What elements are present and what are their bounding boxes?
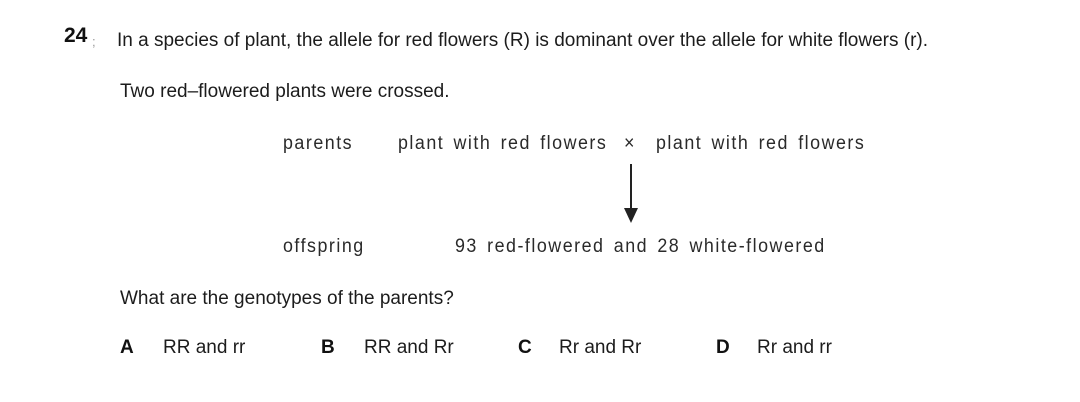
option-c-text: Rr and Rr [559,337,642,358]
option-b-letter: B [321,337,335,358]
scan-artifact-mark: ; [92,34,96,49]
option-d-letter: D [716,337,730,358]
question-prompt: What are the genotypes of the parents? [120,288,454,309]
option-a-text: RR and rr [163,337,246,358]
cross-multiply-symbol: × [624,133,636,154]
down-arrow-head [624,208,638,223]
parents-row-label: parents [283,133,354,154]
question-intro-line2: Two red–flowered plants were crossed. [120,81,450,102]
option-c-letter: C [518,337,532,358]
offspring-row-label: offspring [283,236,365,257]
question-intro-line1: In a species of plant, the allele for re… [117,30,929,51]
option-b-text: RR and Rr [364,337,454,358]
offspring-result-text: 93 red-flowered and 28 white-flowered [455,236,826,257]
parent-right-text: plant with red flowers [656,133,866,154]
option-a-letter: A [120,337,134,358]
down-arrow-icon [622,164,640,224]
down-arrow-shaft [630,164,632,212]
question-number: 24 [64,24,88,47]
option-d-text: Rr and rr [757,337,832,358]
parent-left-text: plant with red flowers [398,133,608,154]
